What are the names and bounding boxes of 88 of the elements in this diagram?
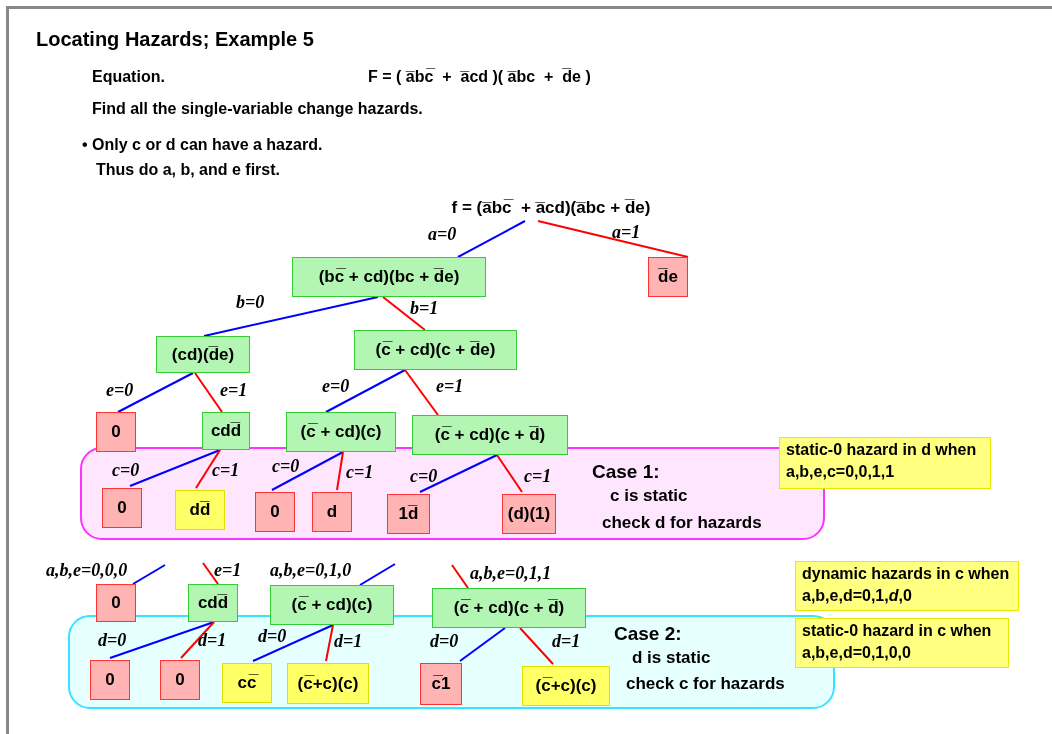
instruction-text: • Only c or d can have a hazard. [82, 136, 323, 154]
hazard-term-box: cc̅ [222, 663, 272, 703]
edge-label: e=1 [214, 560, 242, 581]
edge-label: b=1 [410, 298, 439, 319]
edge-label: e=1 [436, 376, 464, 397]
leaf-term-box: 0 [255, 492, 295, 532]
expression-box: (c̅ + cd)(c) [286, 412, 396, 452]
branch-line [537, 220, 689, 258]
edge-label: c=1 [212, 460, 240, 481]
branch-line [336, 451, 344, 491]
leaf-term-box: 0 [96, 584, 136, 622]
edge-label: c=0 [272, 456, 300, 477]
edge-label: d=1 [552, 631, 581, 652]
edge-label: a,b,e=0,0,0 [46, 560, 128, 581]
branch-line [132, 564, 166, 585]
edge-label: e=1 [220, 380, 248, 401]
hazard-note: dynamic hazards in c when a,b,e,d=0,1,d,0 [795, 561, 1019, 611]
branch-line [359, 563, 396, 586]
instruction-text: Equation. [92, 68, 165, 86]
leaf-term-box: 0 [160, 660, 200, 700]
case-note: check d for hazards [602, 513, 762, 533]
edge-label: a,b,e=0,1,1 [470, 563, 552, 584]
edge-label: d=0 [430, 631, 459, 652]
expression-box: (bc̅ + cd)(bc + d̅e) [292, 257, 486, 297]
branch-line [519, 627, 554, 665]
branch-line [252, 624, 334, 662]
branch-line [194, 372, 223, 413]
edge-label: a=1 [612, 222, 641, 243]
instruction-text: Find all the single-variable change hazards. [92, 100, 423, 118]
branch-line [325, 369, 406, 413]
hazard-term-box: (c̅+c)(c) [522, 666, 610, 706]
case-note: c is static [610, 486, 688, 506]
edge-label: c=0 [410, 466, 438, 487]
expression-box: (c̅ + cd)(c + d̅e) [354, 330, 517, 370]
leaf-term-box: d̅e [648, 257, 688, 297]
case-heading: Case 1: [592, 461, 660, 483]
leaf-term-box: d [312, 492, 352, 532]
branch-line [404, 369, 439, 416]
function-expression: f = (a̅bc̅ + a̅cd)(a̅bc + d̅e) [418, 194, 684, 221]
edge-label: b=0 [236, 292, 265, 313]
slide-title: Locating Hazards; Example 5 [36, 28, 314, 51]
expression-box: (c̅ + cd)(c) [270, 585, 394, 625]
edge-label: d=1 [334, 631, 363, 652]
expression-box: (c̅ + cd)(c + d̅) [432, 588, 586, 628]
branch-line [180, 621, 215, 659]
edge-label: d=0 [98, 630, 127, 651]
branch-line [195, 449, 221, 489]
hazard-term-box: dd̅ [175, 490, 225, 530]
edge-label: e=0 [106, 380, 134, 401]
edge-label: e=0 [322, 376, 350, 397]
branch-line [457, 220, 526, 258]
branch-line [459, 627, 506, 662]
branch-line [419, 454, 498, 493]
edge-label: a,b,e=0,1,0 [270, 560, 352, 581]
leaf-term-box: (d)(1) [502, 494, 556, 534]
leaf-term-box: 0 [102, 488, 142, 528]
case-note: check c for hazards [626, 674, 785, 694]
expression-box: cdd̅ [188, 584, 238, 622]
edge-label: c=0 [112, 460, 140, 481]
leaf-term-box: 0 [90, 660, 130, 700]
edge-label: a=0 [428, 224, 457, 245]
expression-box: cdd̅ [202, 412, 250, 450]
branch-line [271, 451, 344, 491]
instruction-text: Thus do a, b, and e first. [96, 161, 280, 179]
branch-line [203, 296, 379, 337]
branch-line [382, 296, 426, 331]
hazard-note: static-0 hazard in c when a,b,e,d=0,1,0,0 [795, 618, 1009, 668]
expression-box: (c̅ + cd)(c + d̅) [412, 415, 568, 455]
branch-line [117, 372, 194, 413]
edge-label: c=1 [346, 462, 374, 483]
case-heading: Case 2: [614, 623, 682, 645]
branch-line [451, 564, 469, 589]
branch-line [129, 449, 221, 487]
edge-label: d=0 [258, 626, 287, 647]
leaf-term-box: 0 [96, 412, 136, 452]
edge-label: d=1 [198, 630, 227, 651]
branch-line [202, 562, 219, 585]
edge-label: c=1 [524, 466, 552, 487]
hazard-term-box: (c̅+c)(c) [287, 663, 369, 704]
leaf-term-box: c̅1 [420, 663, 462, 705]
equation-text: F = ( a̅bc̅ + a̅cd )( a̅bc + d̅e ) [368, 68, 591, 86]
branch-line [325, 624, 334, 662]
case-note: d is static [632, 648, 711, 668]
hazard-note: static-0 hazard in d when a,b,e,c=0,0,1,1 [779, 437, 991, 489]
branch-line [496, 454, 523, 493]
leaf-term-box: 1d̅ [387, 494, 430, 534]
expression-box: (cd)(d̅e) [156, 336, 250, 373]
branch-line [109, 621, 215, 659]
